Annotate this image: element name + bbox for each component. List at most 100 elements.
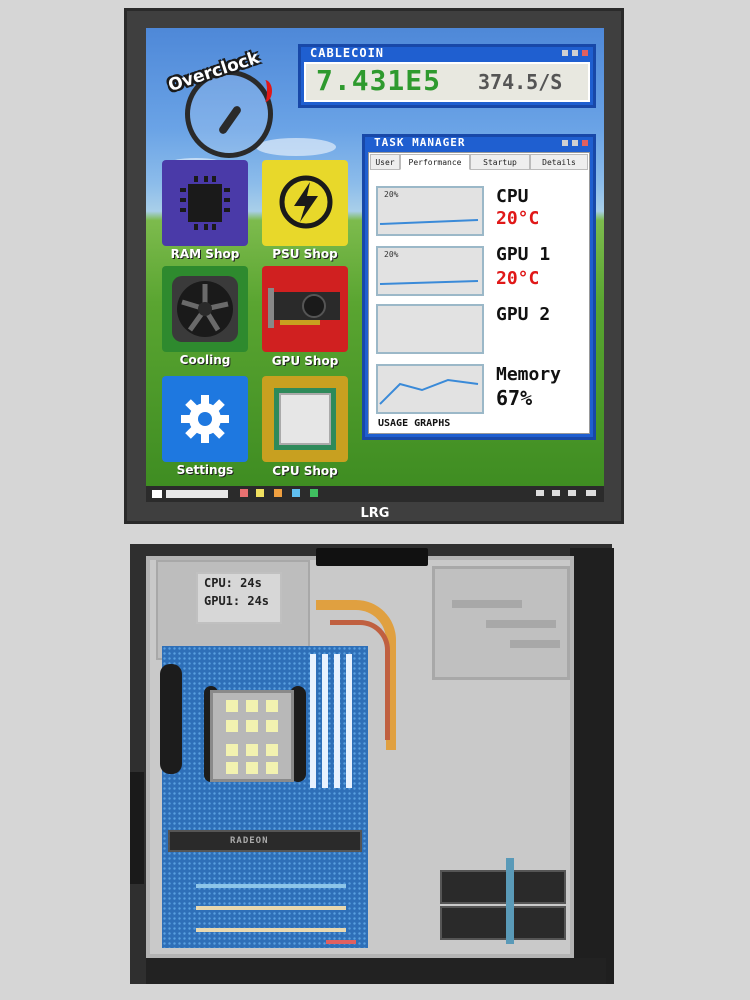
pcie-slot[interactable] <box>196 928 346 932</box>
gpu-brand-label: RADEON <box>230 836 269 846</box>
tray-icon[interactable] <box>568 490 576 496</box>
cpu-shop-label: CPU Shop <box>272 464 338 478</box>
cpu-core <box>226 744 238 756</box>
maximize-icon[interactable] <box>572 140 578 146</box>
fan-icon <box>172 276 238 342</box>
pcie-slot[interactable] <box>196 884 346 888</box>
cloud <box>256 138 336 156</box>
brand-logo: LRG <box>360 506 390 521</box>
case-fan[interactable] <box>160 664 182 774</box>
settings-button[interactable] <box>162 376 248 462</box>
close-icon[interactable] <box>582 50 588 56</box>
case-side-panel <box>570 548 614 984</box>
taskbar-app-icon[interactable] <box>256 489 264 497</box>
ram-shop-label: RAM Shop <box>170 247 240 261</box>
cpu-usage-graph <box>376 186 484 236</box>
power-cable <box>316 600 396 750</box>
cpu-core <box>246 762 258 774</box>
psu-vent <box>510 640 560 648</box>
ram-slot[interactable] <box>346 654 352 788</box>
cpu-graph-percent: 20% <box>384 190 399 199</box>
cpu-core <box>266 744 278 756</box>
case-gpu1-temp: GPU1: 24s <box>204 594 270 608</box>
temperature-panel <box>196 572 282 624</box>
front-panel-header <box>326 940 356 944</box>
chip-icon <box>180 176 230 230</box>
gpu-shop-button[interactable] <box>262 266 348 352</box>
graphics-card[interactable] <box>168 830 362 852</box>
cpu-core <box>246 744 258 756</box>
cpu-temp: 20°C <box>496 208 540 229</box>
cpu-core <box>246 720 258 732</box>
gpu1-label: GPU 1 <box>496 244 551 265</box>
start-icon[interactable] <box>152 490 162 498</box>
taskbar-app-icon[interactable] <box>240 489 248 497</box>
close-icon[interactable] <box>582 140 588 146</box>
gpu1-usage-graph <box>376 246 484 296</box>
cooling-label: Cooling <box>179 353 231 367</box>
ram-shop-button[interactable] <box>162 160 248 246</box>
cpu-icon <box>274 388 336 450</box>
gpu1-temp: 20°C <box>496 268 540 289</box>
cpu-core <box>266 720 278 732</box>
cpu-core <box>226 762 238 774</box>
cooling-button[interactable] <box>162 266 248 352</box>
case-cpu-temp: CPU: 24s <box>204 576 262 590</box>
ram-slot[interactable] <box>310 654 316 788</box>
case-base <box>146 958 606 984</box>
psu-shop-label: PSU Shop <box>272 247 338 261</box>
ram-slot[interactable] <box>322 654 328 788</box>
gpu2-usage-graph <box>376 304 484 354</box>
gear-icon <box>181 395 229 443</box>
settings-label: Settings <box>176 463 234 477</box>
psu-shop-button[interactable] <box>262 160 348 246</box>
taskbar-app-icon[interactable] <box>310 489 318 497</box>
storage-drive[interactable] <box>440 906 566 940</box>
tray-icon[interactable] <box>586 490 596 496</box>
tab-startup[interactable]: Startup <box>470 154 530 170</box>
cpu-core <box>266 700 278 712</box>
overclock-redline-icon <box>258 80 272 102</box>
lightning-icon <box>279 175 333 229</box>
psu-vent <box>452 600 522 608</box>
cablecoin-title: CABLECOIN <box>310 46 385 60</box>
taskbar-app-icon[interactable] <box>274 489 282 497</box>
cpu-core <box>226 700 238 712</box>
cpu-core <box>226 720 238 732</box>
taskbar-app-icon[interactable] <box>292 489 300 497</box>
pcie-slot[interactable] <box>196 906 346 910</box>
gpu-card-icon <box>268 288 340 328</box>
memory-label: Memory <box>496 364 562 385</box>
gpu-shop-label: GPU Shop <box>271 354 339 368</box>
cpu-fan[interactable] <box>290 686 306 782</box>
maximize-icon[interactable] <box>572 50 578 56</box>
tab-details[interactable]: Details <box>530 154 588 170</box>
minimize-icon[interactable] <box>562 140 568 146</box>
cpu-core <box>266 762 278 774</box>
memory-usage-graph <box>376 364 484 414</box>
gpu1-graph-percent: 20% <box>384 250 399 259</box>
case-io-bracket <box>130 772 144 884</box>
tab-performance[interactable]: Performance <box>400 154 470 170</box>
task-manager-title: TASK MANAGER <box>374 136 466 149</box>
gpu2-label: GPU 2 <box>496 304 551 325</box>
search-input[interactable] <box>166 490 228 498</box>
tray-icon[interactable] <box>536 490 544 496</box>
psu-vent <box>486 620 556 628</box>
ram-slot[interactable] <box>334 654 340 788</box>
minimize-icon[interactable] <box>562 50 568 56</box>
power-cable <box>330 620 390 740</box>
usage-graphs-label: USAGE GRAPHS <box>378 418 451 429</box>
sata-cable <box>506 858 514 944</box>
memory-percent: 67% <box>496 386 533 410</box>
cablecoin-value: 7.431E5 <box>316 64 442 97</box>
cpu-core <box>246 700 258 712</box>
cpu-label: CPU <box>496 186 529 207</box>
cablecoin-rate: 374.5/S <box>478 70 563 94</box>
cpu-shop-button[interactable] <box>262 376 348 462</box>
tray-icon[interactable] <box>552 490 560 496</box>
storage-drive[interactable] <box>440 870 566 904</box>
cablecoin-display <box>304 62 590 102</box>
optical-drive[interactable] <box>316 548 428 566</box>
tab-user[interactable]: User <box>370 154 400 170</box>
